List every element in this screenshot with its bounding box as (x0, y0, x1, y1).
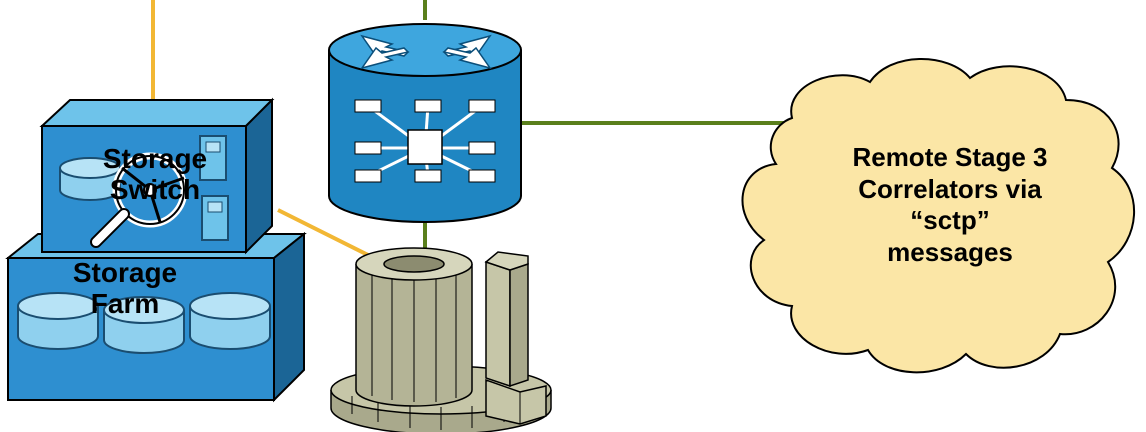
disk-icon (189, 292, 271, 350)
storage-switch-label: Storage Switch (70, 143, 240, 206)
cloud-label-line3: “sctp” (910, 205, 990, 236)
disk-icon (17, 292, 99, 350)
cloud-icon (741, 58, 1135, 374)
router-arrows-icon (360, 34, 492, 70)
cloud-label-line2: Correlators via (858, 173, 1042, 204)
storage-switch-icon (39, 97, 275, 255)
connection-lines (151, 0, 790, 264)
storage-wheel-icon (90, 152, 188, 248)
server-cluster-icon (330, 247, 552, 432)
storage-farm-label: Storage Farm (40, 257, 210, 320)
disk-icon (59, 157, 121, 201)
cloud-label-line1: Remote Stage 3 (852, 142, 1048, 172)
storage-farm-label-line2: Farm (90, 287, 160, 319)
storage-switch-label-line1: Storage (102, 143, 208, 174)
storage-farm-label-line1: Storage (72, 257, 178, 288)
server-block-icon (199, 135, 229, 241)
hub-icon (354, 99, 496, 183)
storage-switch-label-line2: Switch (109, 173, 201, 205)
router-icon (328, 23, 522, 223)
cloud-label-line4: messages (887, 237, 1013, 268)
switch-server-line (277, 208, 383, 264)
cloud-label: Remote Stage 3 Correlators via “sctp” me… (780, 142, 1120, 269)
disk-icon (103, 296, 185, 354)
